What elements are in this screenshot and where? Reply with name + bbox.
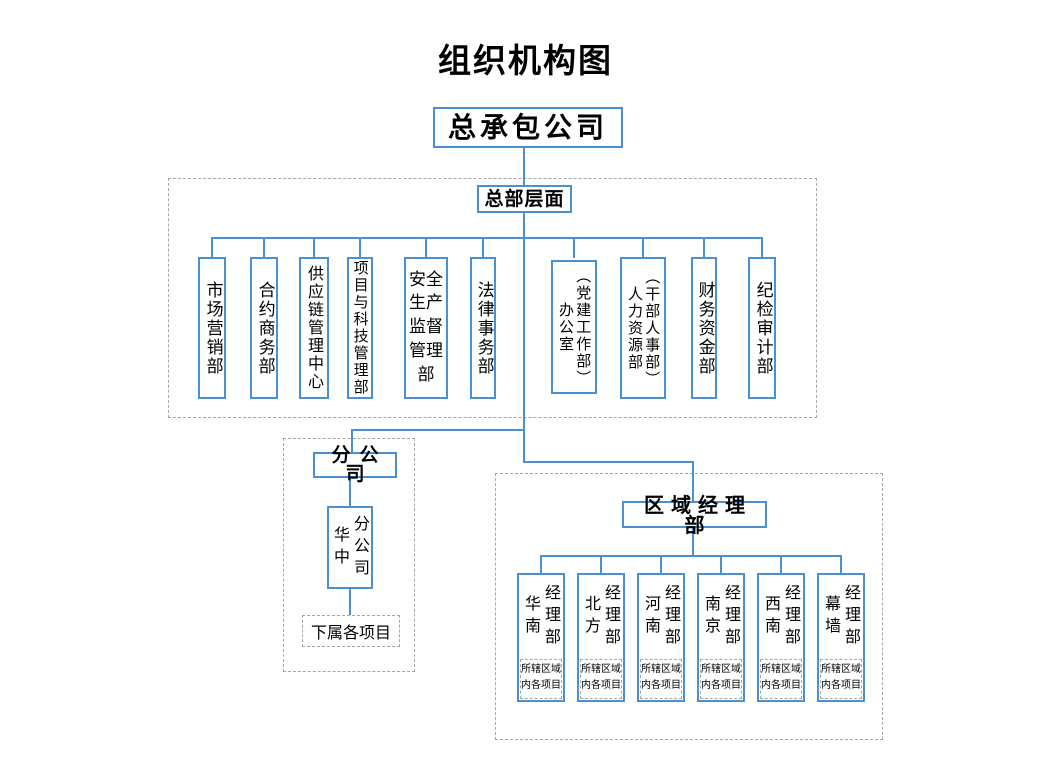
dept-label: 财务资金部: [694, 280, 715, 376]
dept-box-supply-chain: 供应链管理中心: [299, 257, 329, 399]
region-office-label: 经理部 华南: [522, 583, 561, 650]
connector-line: [482, 237, 484, 258]
dept-label: 项目与科技管理部: [351, 260, 370, 396]
connector-line: [692, 527, 694, 556]
connector-line: [660, 555, 662, 573]
region-office-label: 经理部 南京: [702, 583, 741, 650]
branch-company-label: 分公司 华中: [331, 514, 370, 581]
dept-label: 安全生产监督管理部: [409, 269, 443, 385]
dept-box-audit: 纪检审计部: [748, 257, 776, 399]
branch-header-box: 分公司: [313, 446, 397, 484]
connector-line: [761, 237, 763, 258]
region-office-label: 经理部 幕墙: [822, 583, 861, 650]
connector-line: [703, 237, 705, 258]
hq-level-box: 总部层面: [477, 185, 572, 213]
region-office-box-curtain-wall: 经理部 幕墙 所辖区域内各项目: [817, 573, 865, 702]
connector-line: [642, 237, 644, 258]
connector-line: [523, 461, 694, 463]
connector-line: [692, 461, 694, 502]
connector-line: [263, 237, 265, 258]
region-office-box-southwest: 经理部 西南 所辖区域内各项目: [757, 573, 805, 702]
region-office-label: 经理部 北方: [582, 583, 621, 650]
connector-line: [540, 555, 542, 573]
connector-line: [540, 555, 842, 557]
connector-line: [720, 555, 722, 573]
dept-box-safety-supervision: 安全生产监督管理部: [404, 257, 448, 399]
region-office-projects: 所辖区域内各项目: [580, 659, 622, 699]
region-office-projects: 所辖区域内各项目: [520, 659, 562, 699]
dept-box-marketing: 市场营销部: [198, 257, 226, 399]
dept-box-finance: 财务资金部: [691, 257, 717, 399]
page-title: 组织机构图: [438, 41, 613, 80]
region-office-label: 经理部 河南: [642, 583, 681, 650]
dept-label: 法律事务部: [473, 280, 494, 376]
dept-label: 供应链管理中心: [305, 265, 324, 391]
connector-line: [600, 555, 602, 573]
connector-line: [211, 237, 213, 258]
region-office-projects: 所辖区域内各项目: [820, 659, 862, 699]
connector-line: [351, 429, 524, 431]
region-office-projects: 所辖区域内各项目: [760, 659, 802, 699]
connector-line: [351, 429, 353, 453]
connector-line: [523, 148, 525, 463]
connector-line: [349, 477, 351, 507]
branch-company-box: 分公司 华中: [327, 506, 373, 589]
dept-box-hr: （干部人事部） 人力资源部: [620, 257, 666, 399]
region-office-box-south-china: 经理部 华南 所辖区域内各项目: [517, 573, 565, 702]
branch-group-container: [283, 438, 415, 672]
connector-line: [425, 237, 427, 258]
connector-line: [780, 555, 782, 573]
region-header-box: 区域经理部: [622, 495, 767, 535]
region-office-projects: 所辖区域内各项目: [640, 659, 682, 699]
hq-group-container: [168, 178, 817, 418]
region-office-projects: 所辖区域内各项目: [700, 659, 742, 699]
dept-label: 合约商务部: [254, 280, 275, 376]
hq-level-label: 总部层面: [484, 187, 565, 210]
region-office-label: 经理部 西南: [762, 583, 801, 650]
dept-label: （党建工作部） 办公室: [557, 267, 593, 387]
root-company-label: 总承包公司: [447, 110, 608, 144]
dept-box-legal: 法律事务部: [470, 257, 496, 399]
region-group-container: [495, 473, 883, 740]
connector-line: [349, 588, 351, 616]
dept-box-office-party: （党建工作部） 办公室: [551, 260, 597, 394]
connector-line: [212, 237, 763, 239]
region-office-box-henan: 经理部 河南 所辖区域内各项目: [637, 573, 685, 702]
dept-label: 市场营销部: [202, 280, 223, 376]
region-office-box-north: 经理部 北方 所辖区域内各项目: [577, 573, 625, 702]
region-header-label: 区域经理部: [644, 492, 752, 537]
connector-line: [313, 237, 315, 258]
branch-header-label: 分公司: [331, 444, 388, 485]
root-company-box: 总承包公司: [433, 107, 623, 148]
dept-box-contracts: 合约商务部: [250, 257, 278, 399]
dept-box-project-tech: 项目与科技管理部: [347, 257, 373, 399]
connector-line: [359, 237, 361, 258]
dept-label: （干部人事部） 人力资源部: [626, 268, 662, 388]
connector-line: [840, 555, 842, 573]
branch-projects-box: 下属各项目: [302, 615, 400, 647]
region-office-box-nanjing: 经理部 南京 所辖区域内各项目: [697, 573, 745, 702]
dept-label: 纪检审计部: [752, 280, 773, 376]
connector-line: [573, 237, 575, 258]
branch-projects-label: 下属各项目: [310, 623, 391, 642]
